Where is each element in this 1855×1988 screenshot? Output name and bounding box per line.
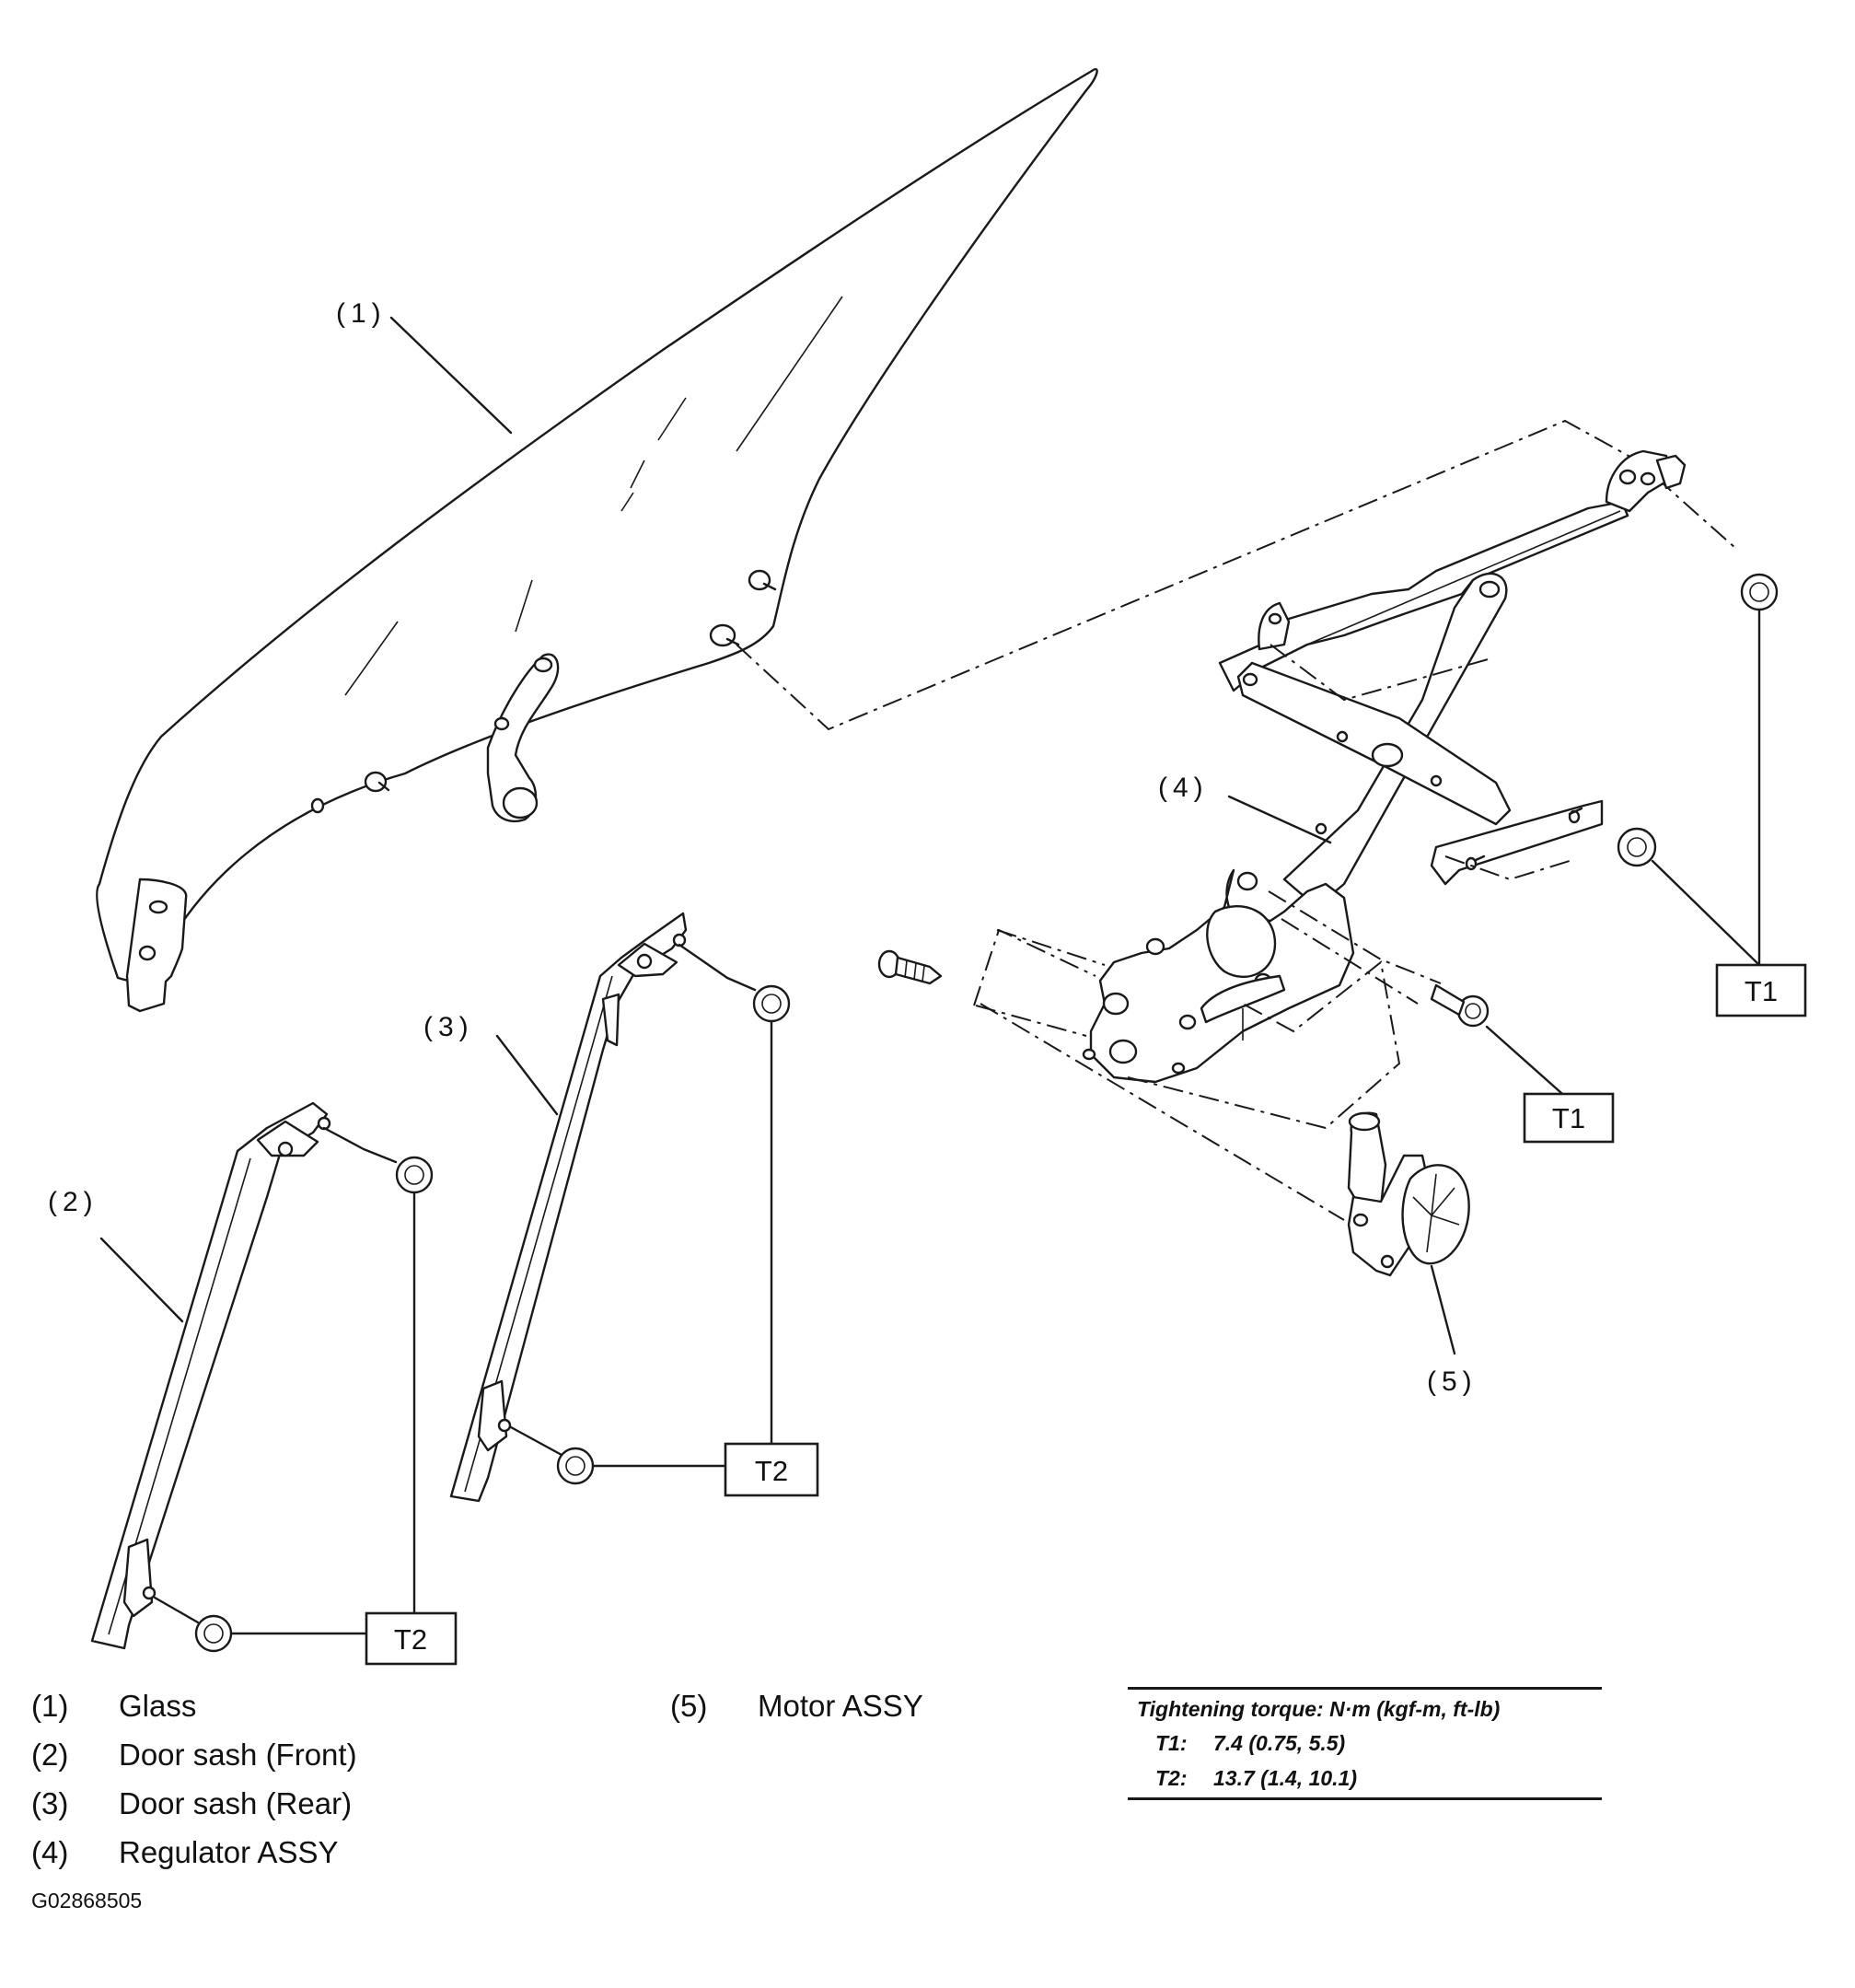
torque-spec-row: T1: 7.4 (0.75, 5.5) (1128, 1726, 1602, 1761)
torque-tag-t2-front-label: T2 (394, 1623, 427, 1656)
legend-label: Door sash (Rear) (119, 1786, 353, 1820)
nut-t2-front-bottom (194, 1614, 233, 1653)
nut-t1-mid (1617, 827, 1657, 867)
torque-spec-row: T2: 13.7 (1.4, 10.1) (1128, 1761, 1602, 1796)
torque-table-heading: Tightening torque: N·m (kgf-m, ft-lb) (1137, 1697, 1501, 1721)
legend-item: (1) Glass (31, 1681, 357, 1730)
glass-stud (310, 797, 325, 814)
legend-item: (2) Door sash (Front) (31, 1730, 357, 1779)
glass-stud (364, 771, 390, 793)
torque-tag-t1-upper (1715, 963, 1807, 1017)
callout-3: (3) (423, 1012, 474, 1042)
torque-tag-t1-upper-label: T1 (1745, 975, 1778, 1007)
door-sash-rear (449, 912, 688, 1503)
legend-label: Glass (119, 1689, 197, 1723)
legend-item: (4) Regulator ASSY (31, 1828, 357, 1877)
nut-t2-front-top (395, 1156, 434, 1194)
figure-id: G02868505 (31, 1889, 143, 1912)
callout-1: (1) (336, 298, 387, 329)
legend-number: (3) (31, 1786, 69, 1820)
torque-tag-t1-lower-label: T1 (1552, 1102, 1585, 1134)
legend-number: (2) (31, 1738, 69, 1772)
torque-tag-t2-rear-label: T2 (755, 1455, 788, 1487)
motor-assembly (1347, 1111, 1470, 1277)
callout-5: (5) (1427, 1366, 1478, 1397)
door-sash-front (90, 1101, 331, 1650)
torque-spec-key: T1: (1155, 1731, 1188, 1755)
torque-tag-t2-front (365, 1611, 458, 1666)
nut-t1-upper (1740, 573, 1779, 611)
legend-item: (5) Motor ASSY (670, 1681, 923, 1730)
parts-legend-right: (5) Motor ASSY (670, 1681, 923, 1730)
glass-stud (709, 623, 740, 647)
glass-stud (748, 569, 777, 591)
torque-tag-t1-lower (1523, 1092, 1615, 1144)
legend-item: (3) Door sash (Rear) (31, 1779, 357, 1828)
legend-label: Regulator ASSY (119, 1835, 339, 1869)
torque-tag-t2-rear (724, 1442, 819, 1497)
torque-spec-value: 7.4 (0.75, 5.5) (1213, 1731, 1346, 1755)
legend-label: Motor ASSY (758, 1689, 923, 1723)
legend-number: (1) (31, 1689, 69, 1723)
legend-number: (5) (670, 1689, 708, 1723)
tightening-torque-table: Tightening torque: N·m (kgf-m, ft-lb) T1… (1128, 1687, 1602, 1800)
bolt-left (877, 949, 943, 985)
callout-2: (2) (48, 1187, 99, 1217)
torque-spec-key: T2: (1155, 1766, 1188, 1790)
nut-t2-rear-bottom (556, 1447, 595, 1485)
legend-label: Door sash (Front) (119, 1738, 357, 1772)
callout-4: (4) (1158, 773, 1209, 803)
bolt-right (1430, 983, 1490, 1028)
parts-legend-left: (1) Glass (2) Door sash (Front) (3) Door… (31, 1681, 357, 1877)
legend-number: (4) (31, 1835, 69, 1869)
nut-t2-rear-top (752, 984, 791, 1023)
glass-part (96, 68, 1098, 1013)
regulator-assembly (1082, 449, 1687, 1084)
torque-spec-value: 13.7 (1.4, 10.1) (1213, 1766, 1357, 1790)
